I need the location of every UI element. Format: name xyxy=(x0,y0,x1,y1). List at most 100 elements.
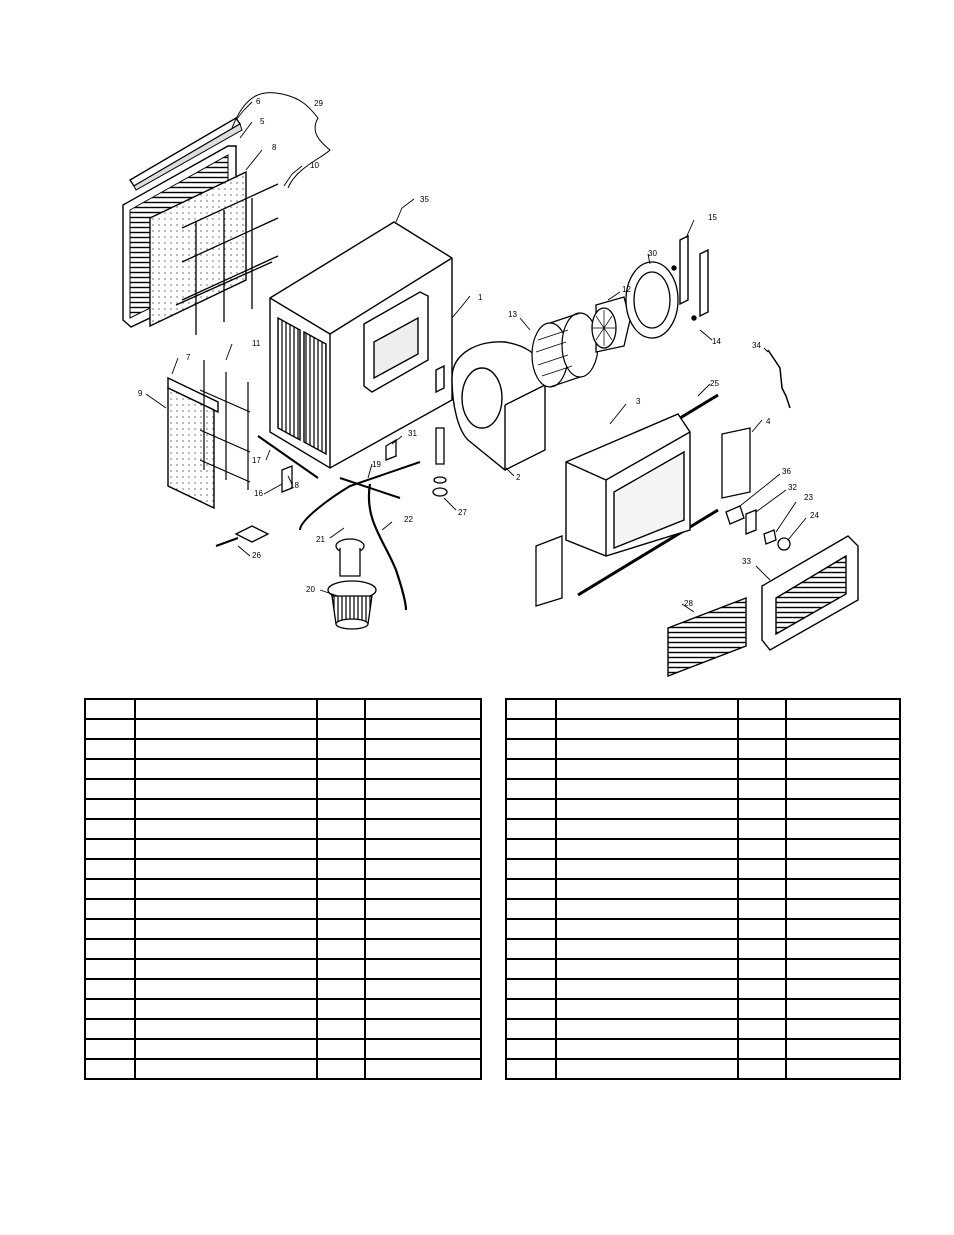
side-panel-left xyxy=(535,535,563,607)
parts-table-right-body xyxy=(505,698,901,1080)
part-12-motor xyxy=(591,296,631,353)
table-cell xyxy=(785,698,901,720)
table-row xyxy=(84,878,482,900)
table-cell xyxy=(555,798,739,820)
table-cell xyxy=(364,998,482,1020)
part-13-blower-wheel xyxy=(531,312,599,388)
table-cell xyxy=(555,1018,739,1040)
table-row xyxy=(505,738,901,760)
table-row xyxy=(505,798,901,820)
table-cell xyxy=(555,758,739,780)
table-cell xyxy=(785,918,901,940)
table-cell xyxy=(737,958,787,980)
table-row xyxy=(84,698,482,720)
table-cell xyxy=(134,698,318,720)
table-cell xyxy=(555,838,739,860)
table-row xyxy=(505,898,901,920)
callout-4: 4 xyxy=(766,417,771,426)
table-cell xyxy=(555,778,739,800)
table-cell xyxy=(555,898,739,920)
table-cell xyxy=(785,998,901,1020)
callout-30: 30 xyxy=(648,249,657,258)
table-cell xyxy=(316,758,366,780)
table-cell xyxy=(505,738,557,760)
table-cell xyxy=(134,958,318,980)
table-cell xyxy=(134,1018,318,1040)
table-cell xyxy=(505,958,557,980)
table-cell xyxy=(785,978,901,1000)
callout-31: 31 xyxy=(408,429,417,438)
callout-26: 26 xyxy=(252,551,261,560)
table-row xyxy=(84,858,482,880)
part-3-sleeve xyxy=(565,413,691,557)
table-cell xyxy=(505,778,557,800)
callout-22: 22 xyxy=(404,515,413,524)
callout-16: 16 xyxy=(254,489,263,498)
part-32-plate xyxy=(745,509,757,535)
part-8-cooling-pad xyxy=(149,170,247,328)
table-row xyxy=(505,838,901,860)
table-cell xyxy=(84,798,136,820)
table-cell xyxy=(134,718,318,740)
table-cell xyxy=(364,918,482,940)
table-cell xyxy=(364,978,482,1000)
table-cell xyxy=(785,838,901,860)
part-20-pump-basket xyxy=(327,538,377,630)
table-cell xyxy=(555,1058,739,1080)
part-19-water-distributor xyxy=(299,461,421,531)
table-cell xyxy=(134,738,318,760)
table-cell xyxy=(785,1038,901,1060)
part-7-pad-frame-top xyxy=(167,376,219,414)
table-row xyxy=(84,738,482,760)
parts-table-left xyxy=(84,698,482,1080)
table-cell xyxy=(134,998,318,1020)
table-cell xyxy=(134,978,318,1000)
table-cell xyxy=(737,738,787,760)
part-31-clip xyxy=(385,438,397,461)
callout-3: 3 xyxy=(636,397,641,406)
table-row xyxy=(84,898,482,920)
callout-29: 29 xyxy=(314,99,323,108)
table-cell xyxy=(364,718,482,740)
part-16-bracket xyxy=(281,465,293,493)
table-cell xyxy=(316,998,366,1020)
table-cell xyxy=(505,718,557,740)
part-9-side-pad xyxy=(167,386,215,510)
table-cell xyxy=(134,798,318,820)
table-cell xyxy=(505,998,557,1020)
table-cell xyxy=(555,998,739,1020)
callout-14: 14 xyxy=(712,337,721,346)
table-cell xyxy=(785,898,901,920)
table-cell xyxy=(505,838,557,860)
table-row xyxy=(505,698,901,720)
table-cell xyxy=(737,818,787,840)
table-cell xyxy=(785,1018,901,1040)
table-cell xyxy=(555,1038,739,1060)
table-cell xyxy=(316,778,366,800)
table-cell xyxy=(316,818,366,840)
table-cell xyxy=(316,918,366,940)
callout-12: 12 xyxy=(622,285,631,294)
table-cell xyxy=(555,858,739,880)
table-cell xyxy=(134,758,318,780)
table-cell xyxy=(84,758,136,780)
callout-17: 17 xyxy=(252,456,261,465)
table-cell xyxy=(505,798,557,820)
part-26-float-switch xyxy=(215,525,270,547)
callout-2: 2 xyxy=(516,473,521,482)
part-28-filter xyxy=(667,596,747,678)
table-cell xyxy=(84,698,136,720)
callout-19: 19 xyxy=(372,460,381,469)
callout-23: 23 xyxy=(804,493,813,502)
table-cell xyxy=(84,1038,136,1060)
table-cell xyxy=(737,878,787,900)
table-row xyxy=(505,878,901,900)
table-cell xyxy=(364,1038,482,1060)
table-cell xyxy=(316,838,366,860)
table-cell xyxy=(84,778,136,800)
table-cell xyxy=(785,778,901,800)
table-cell xyxy=(134,858,318,880)
table-cell xyxy=(84,938,136,960)
table-cell xyxy=(505,878,557,900)
callout-32: 32 xyxy=(788,483,797,492)
